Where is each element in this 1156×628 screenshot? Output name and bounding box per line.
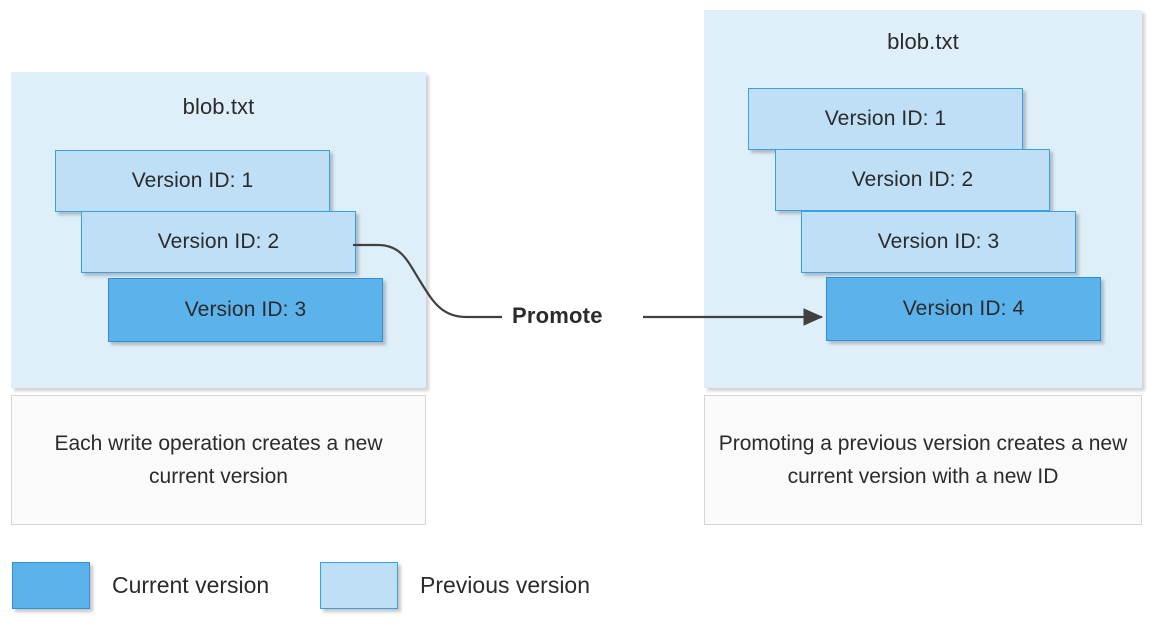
right-version-label-4: Version ID: 4: [902, 297, 1025, 320]
right-version-card-4: Version ID: 4: [826, 277, 1101, 341]
left-version-label-2: Version ID: 2: [157, 230, 280, 253]
right-version-label-2: Version ID: 2: [851, 168, 974, 191]
legend: Current version Previous version: [0, 548, 1156, 628]
legend-swatch-previous-version: [320, 562, 398, 609]
legend-label-previous-version: Previous version: [420, 572, 591, 598]
right-caption-text: Promoting a previous version creates a n…: [718, 432, 1128, 488]
left-version-label-3: Version ID: 3: [184, 298, 307, 321]
right-version-card-2: Version ID: 2: [775, 149, 1050, 211]
legend-item-previous-version: Previous version: [320, 562, 590, 609]
legend-item-current-version: Current version: [12, 562, 269, 609]
right-version-label-3: Version ID: 3: [877, 230, 1000, 253]
left-version-card-1: Version ID: 1: [55, 150, 330, 212]
left-version-card-3: Version ID: 3: [108, 278, 383, 342]
right-caption-box: Promoting a previous version creates a n…: [704, 395, 1142, 525]
right-version-label-1: Version ID: 1: [824, 107, 947, 130]
left-version-card-2: Version ID: 2: [81, 211, 356, 273]
promote-label: Promote: [512, 303, 603, 328]
left-panel-title: blob.txt: [182, 94, 255, 119]
legend-label-current-version: Current version: [112, 572, 270, 598]
left-version-label-1: Version ID: 1: [131, 169, 254, 192]
right-panel-title: blob.txt: [887, 29, 959, 54]
right-version-card-3: Version ID: 3: [801, 211, 1076, 273]
left-caption-box: Each write operation creates a new curre…: [11, 395, 426, 525]
legend-swatch-current-version: [12, 562, 90, 609]
right-version-card-1: Version ID: 1: [748, 88, 1023, 150]
left-caption-text: Each write operation creates a new curre…: [54, 432, 383, 488]
